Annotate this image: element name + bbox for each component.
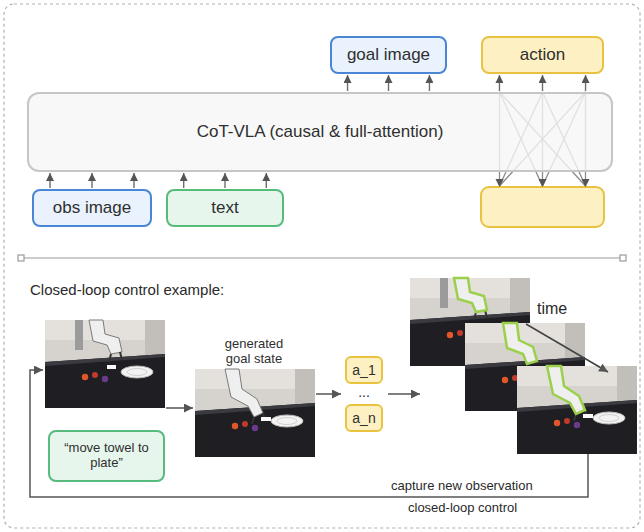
arrow-connector <box>50 173 134 188</box>
arrow-line <box>133 173 134 188</box>
arrow-connector <box>499 75 585 91</box>
arrow-line <box>542 75 543 91</box>
section-heading: Closed-loop control example: <box>30 281 224 298</box>
arrow-line <box>91 173 92 188</box>
box-text: a_1 <box>352 362 375 378</box>
ellipsis-label: ... <box>352 384 376 400</box>
arrow-connector <box>348 75 430 91</box>
box-text: goal image <box>347 45 430 65</box>
loop-label: capture new observation <box>388 479 536 494</box>
arrow-line <box>49 173 50 188</box>
output-image-box: goal image <box>330 36 447 74</box>
box-text: text <box>211 198 238 218</box>
input-image-box: obs image <box>32 189 152 227</box>
arrow-line <box>499 75 500 91</box>
box-text: a_n <box>352 410 375 426</box>
arrow-line <box>429 75 430 91</box>
instruction-box: “move towel to plate” <box>48 430 165 482</box>
arrow-connector <box>184 173 267 188</box>
goal-image-panel: generated goal state <box>195 337 313 453</box>
model-box: CoT-VLA (causal & full-attention) <box>27 92 613 172</box>
arrow-line <box>585 75 586 91</box>
arrow-line <box>183 173 184 188</box>
box-text: “move towel to plate” <box>54 441 159 471</box>
arrow-line <box>388 75 389 91</box>
box-text: obs image <box>53 198 131 218</box>
action-box: action <box>481 36 604 74</box>
arrow-line <box>224 173 225 188</box>
loop-label: closed-loop control <box>405 501 520 516</box>
axis-label: time <box>537 300 567 318</box>
arrow-line <box>347 75 348 91</box>
box-text: action <box>520 45 565 65</box>
box-text: generated goal state <box>214 337 294 367</box>
input-text-box: text <box>166 189 284 227</box>
box-text: CoT-VLA (causal & full-attention) <box>197 122 444 142</box>
action-token: a_1 <box>345 356 383 384</box>
action-token: a_n <box>345 404 383 432</box>
arrow-line <box>266 173 267 188</box>
